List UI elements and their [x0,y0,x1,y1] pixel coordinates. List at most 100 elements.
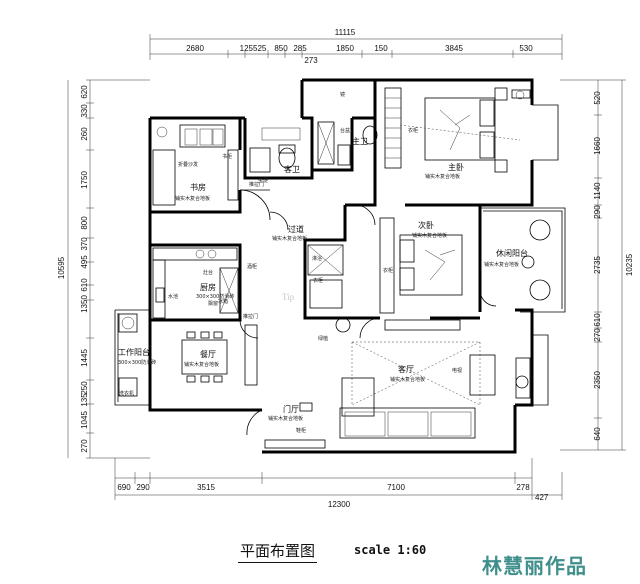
living-sofa [339,407,476,439]
kitchen-counter-left [152,259,166,319]
dim-top-total: 11115 [335,28,356,37]
living-armchair [341,377,375,417]
dim-right-5: 2735 [593,256,602,274]
label-master-wardrobe: 衣柜 [408,127,418,134]
drawing-title: 平面布置图 [238,540,318,563]
dim-bottom-total: 12300 [328,500,351,509]
dimension-lines [67,34,626,500]
watermark-text: Tip [282,292,295,302]
drawing-scale: scale 1:60 [354,543,427,557]
shoe-cabinet [264,439,326,449]
dim-right-7: 270 [593,328,602,342]
dim-bottom-sub: 427 [535,493,549,502]
dim-left-4: 1750 [80,171,89,189]
room-entrance-note: 铺实木复合地板 [268,415,303,422]
dim-left-12: 135 [80,393,89,407]
label-second-wardrobe: 衣柜 [383,267,393,274]
dim-left-3: 260 [80,127,89,141]
label-kitchen-door: 推拉门 [243,313,258,320]
room-leisure-balcony: 休闲阳台 [496,248,528,258]
dim-bottom-4: 7100 [387,483,405,492]
room-kitchen-note: 300×300防滑砖 [196,293,234,300]
dim-left-7: 495 [80,255,89,269]
dim-left-10: 1445 [80,349,89,367]
room-corridor: 过道 [288,224,304,234]
master-toilet [362,125,378,145]
dim-top-6: 150 [374,44,388,53]
label-stove: 灶台 [203,269,213,276]
dim-left-11: 250 [80,381,89,395]
dim-left-total: 10595 [57,256,66,279]
dim-right-2: 1660 [593,137,602,155]
brand-logo-text: 林慧丽作品 [482,554,587,578]
room-study: 书房 [190,182,206,192]
label-basin: 台盆 [340,127,350,134]
furniture [118,87,551,449]
kitchen-fridge [219,267,239,314]
label-fridge: 冰箱 [218,298,228,305]
dim-right-1: 520 [593,91,602,105]
kitchen-counter-top [152,247,238,261]
dim-right-9: 640 [593,427,602,441]
room-master-bedroom: 主卧 [448,162,464,172]
dim-left-8: 610 [80,278,89,292]
label-door: 推拉门 [249,181,264,188]
guest-toilet-bowl [278,147,296,169]
label-toilet: 坐便 [258,177,268,184]
dim-left-2: 330 [80,104,89,118]
second-bed [399,234,463,296]
label-shower: 淋浴 [312,255,322,262]
dim-right-4: 290 [593,205,602,219]
balcony-chair-2 [529,279,551,301]
washer [118,313,138,333]
room-entrance: 门厅 [283,404,299,414]
dim-right-8: 2350 [593,371,602,389]
dim-top-2: 125525 [240,44,267,53]
room-utility-note: 300×300防滑砖 [118,359,156,366]
dim-right-3: 1140 [593,182,602,200]
plant [335,317,351,333]
wine-cabinet [244,324,258,386]
label-mirror: 镜 [340,91,345,98]
dim-right-6: 610 [593,313,602,327]
room-guest-bath: 客卫 [284,164,300,174]
dim-top-8: 530 [519,44,533,53]
room-living-note: 铺实木复合地板 [390,376,425,383]
dimension-texts: 11115 2680 125525 850 285 1850 150 3845 … [57,28,634,509]
dim-left-13: 1045 [80,411,89,429]
label-washer: 洗衣机 [119,390,134,397]
room-study-note: 铺实木复合地板 [175,195,210,202]
room-utility-balcony: 工作阳台 [118,347,150,357]
room-kitchen: 厨房 [200,282,216,292]
dining-table [181,339,228,375]
room-second-bedroom-note: 铺实木复合地板 [412,232,447,239]
dim-left-14: 270 [80,439,89,453]
study-bookcase [227,149,239,201]
label-plant: 绿植 [318,335,328,342]
dim-bottom-3: 3515 [197,483,215,492]
dim-right-total: 10235 [625,253,634,276]
balcony-table [521,255,535,269]
master-shower [317,121,335,165]
corridor-cabinet [307,244,344,276]
label-tv: 电视 [452,367,462,374]
dim-bottom-1: 690 [117,483,131,492]
dim-bottom-5: 278 [516,483,530,492]
label-window-seat: 飘窗 [208,300,218,307]
study-desk [152,149,176,206]
dim-top-5: 1850 [336,44,354,53]
room-second-bedroom: 次卧 [418,220,434,230]
label-sink: 水池 [168,293,178,300]
room-leisure-note: 铺实木复合地板 [484,261,519,268]
dim-top-3: 850 [274,44,288,53]
dim-left-5: 800 [80,216,89,230]
dim-bottom-2: 290 [136,483,150,492]
label-wardrobe: 衣柜 [313,277,323,284]
dim-top-7: 3845 [445,44,463,53]
second-wardrobe [379,217,395,314]
dim-top-sub: 273 [304,56,318,65]
kitchen-sink [155,287,165,303]
room-corridor-note: 铺实木复合地板 [272,235,307,242]
label-bookcase: 书柜 [222,153,232,160]
study-sofa [179,124,226,148]
